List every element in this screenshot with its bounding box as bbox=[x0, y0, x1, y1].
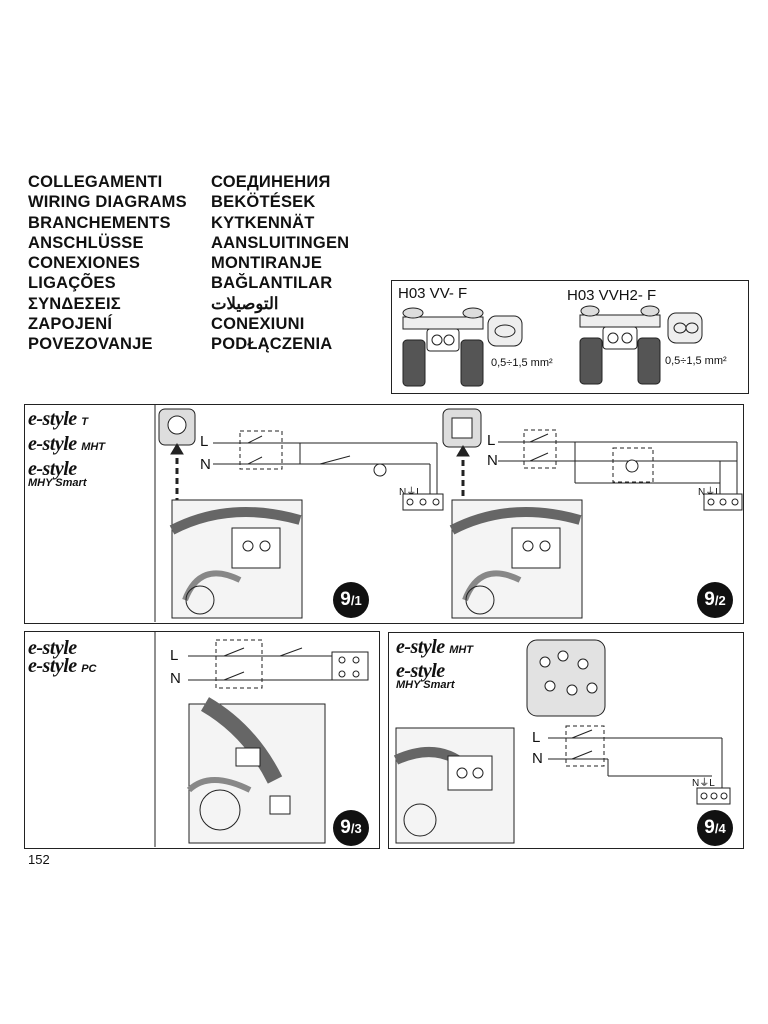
figure-badge-9-4: 9/4 bbox=[697, 810, 733, 846]
label-L-3: L bbox=[170, 647, 179, 664]
brand-sub-mhy-smart-4: MHY Smart bbox=[396, 679, 455, 691]
title-col1-item: ANSCHLÜSSE bbox=[28, 233, 144, 252]
title-col2-item: AANSLUITINGEN bbox=[211, 233, 350, 252]
title-col2-item: KYTKENNÄT bbox=[211, 213, 315, 232]
cable-illustration-2 bbox=[579, 305, 703, 385]
title-col2-item: التوصيلات bbox=[211, 294, 279, 313]
brand-e-style: e-style bbox=[28, 637, 77, 659]
title-col1-item: WIRING DIAGRAMS bbox=[28, 193, 187, 212]
brand-e-style-pc: e-style PC bbox=[28, 655, 97, 677]
diagram-panel-4 bbox=[388, 632, 744, 849]
page-number: 152 bbox=[28, 852, 50, 867]
brand-e-style-mht: e-style MHT bbox=[28, 433, 106, 455]
brand-e-style-mht-4: e-style MHT bbox=[396, 636, 474, 658]
diagram-panel-top bbox=[24, 404, 744, 624]
circuit-9-1 bbox=[158, 408, 444, 619]
cable-type-2: H03 VVH2- F bbox=[567, 287, 657, 304]
title-col2-item: BEKÖTÉSEK bbox=[211, 193, 316, 212]
title-col1-item: CONEXIONES bbox=[28, 254, 141, 273]
label-L-2: L bbox=[487, 432, 496, 449]
label-N-3: N bbox=[170, 670, 181, 687]
title-col1-item: BRANCHEMENTS bbox=[28, 213, 171, 232]
circuit-9-2 bbox=[442, 408, 743, 619]
brand-sub-mhy-smart: MHY Smart bbox=[28, 477, 87, 489]
terminal-label-2: N⏚L bbox=[698, 487, 721, 498]
label-N-1: N bbox=[200, 456, 211, 473]
diagram-panel-3 bbox=[24, 631, 380, 849]
label-N-2: N bbox=[487, 452, 498, 469]
title-col2-item: PODŁĄCZENIA bbox=[211, 335, 333, 354]
cable-section-1: 0,5÷1,5 mm² bbox=[491, 357, 553, 369]
title-col2-item: MONTIRANJE bbox=[211, 254, 323, 273]
figure-badge-9-3: 9/3 bbox=[333, 810, 369, 846]
title-col2-item: CONEXIUNI bbox=[211, 315, 305, 334]
cable-spec-box bbox=[391, 280, 749, 394]
circuit-9-3 bbox=[186, 639, 369, 844]
title-col1-item: LIGAÇÕES bbox=[28, 274, 116, 293]
cable-illustration-1 bbox=[402, 307, 523, 387]
title-col2-item: СОЕДИНЕНИЯ bbox=[211, 173, 331, 191]
cable-type-1: H03 VV- F bbox=[398, 285, 468, 302]
figure-badge-9-2: 9/2 bbox=[697, 582, 733, 618]
title-col2-item: BAĞLANTILAR bbox=[211, 274, 333, 293]
title-col1-item: ZAPOJENÍ bbox=[28, 315, 113, 334]
brand-e-style-mhy: e-style bbox=[28, 458, 77, 480]
brand-e-style-t: e-style T bbox=[28, 408, 88, 430]
figure-badge-9-1: 9/1 bbox=[333, 582, 369, 618]
title-col1-item: COLLEGAMENTI bbox=[28, 173, 163, 191]
title-col1-item: ΣΥΝΔΕΣΕΙΣ bbox=[28, 294, 121, 313]
terminal-label-4: N⏚L bbox=[692, 778, 715, 789]
label-N-4: N bbox=[532, 750, 543, 767]
label-L-1: L bbox=[200, 433, 209, 450]
cable-section-2: 0,5÷1,5 mm² bbox=[665, 355, 727, 367]
label-L-4: L bbox=[532, 729, 541, 746]
circuit-9-4 bbox=[393, 639, 731, 844]
terminal-label-1: N⏚L bbox=[399, 487, 422, 498]
brand-e-style-mhy-4: e-style bbox=[396, 660, 445, 682]
title-col1-item: POVEZOVANJE bbox=[28, 335, 153, 354]
